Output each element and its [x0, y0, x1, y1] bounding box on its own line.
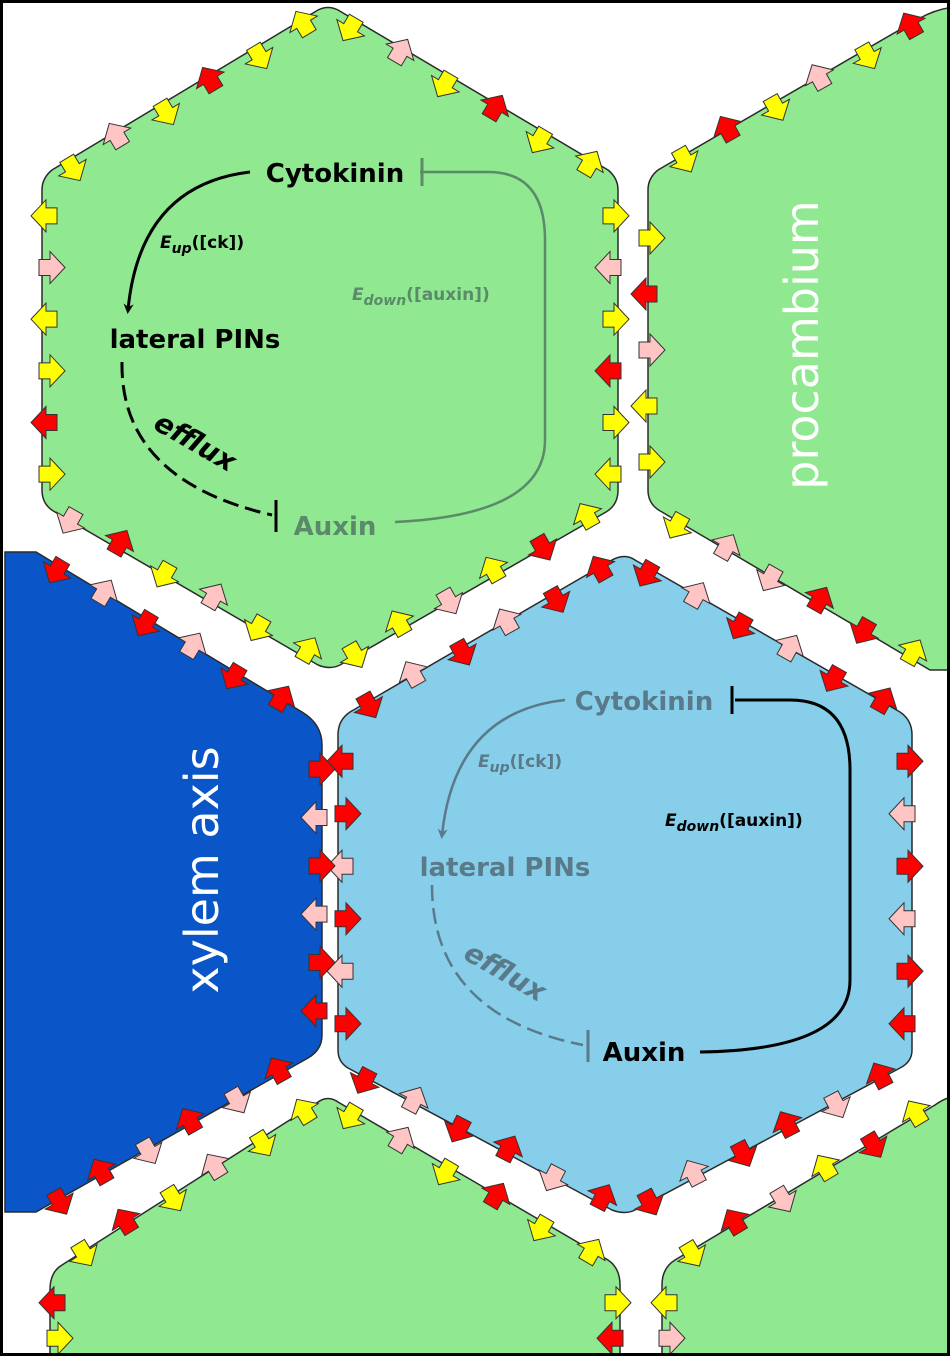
xylem-axis-label: xylem axis [175, 746, 229, 993]
lightblue-cell-center [338, 557, 912, 1213]
green-lateral-pins-label: lateral PINs [110, 325, 281, 355]
blue-auxin-label: Auxin [603, 1038, 686, 1068]
procambium-label: procambium [775, 200, 829, 489]
green-auxin-label: Auxin [294, 512, 377, 542]
blue-cytokinin-label: Cytokinin [575, 687, 713, 717]
green-cytokinin-label: Cytokinin [266, 159, 404, 189]
xylem-axis-cell [5, 552, 322, 1212]
blue-lateral-pins-label: lateral PINs [420, 853, 591, 883]
